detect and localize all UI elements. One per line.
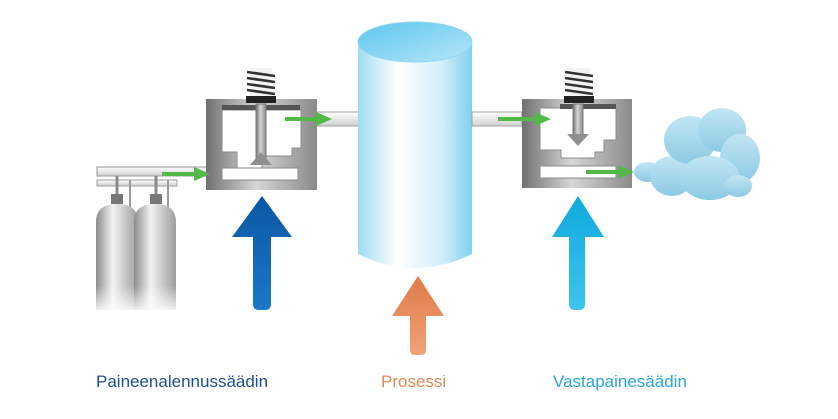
process-vessel-icon bbox=[357, 21, 473, 268]
big-arrow-up-icon bbox=[552, 196, 604, 310]
big-arrow-up-icon bbox=[392, 276, 444, 355]
label-pressure-reducing-regulator: Paineenalennussäädin bbox=[96, 372, 269, 391]
label-process: Prosessi bbox=[381, 372, 447, 391]
gas-cylinder-icon bbox=[90, 166, 213, 315]
pressure-regulator-icon bbox=[206, 68, 363, 190]
gas-cloud-icon bbox=[634, 108, 760, 200]
flow-arrow-icon bbox=[498, 112, 634, 179]
big-arrow-up-icon bbox=[232, 196, 292, 310]
flow-arrow-icon bbox=[162, 112, 332, 181]
label-back-pressure-regulator: Vastapainesäädin bbox=[553, 372, 687, 391]
pressure-regulator-icon bbox=[471, 68, 632, 188]
